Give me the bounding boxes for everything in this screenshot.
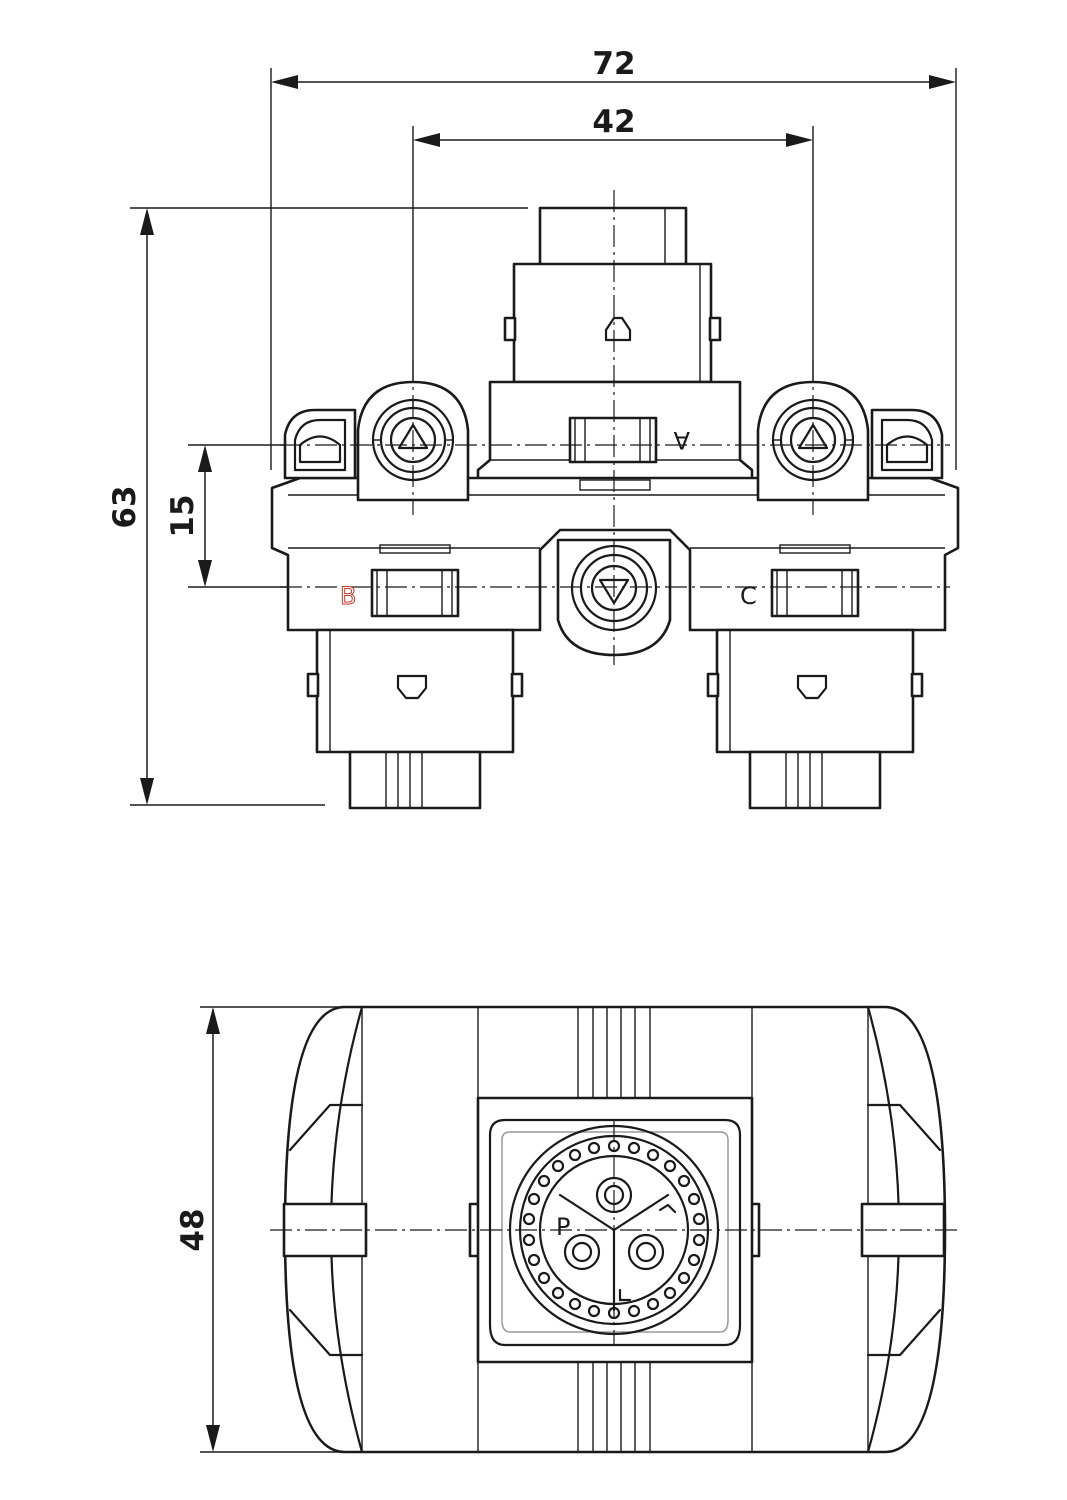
dimension-63-label: 63 <box>107 485 143 528</box>
bottom-view: P <box>200 1005 960 1454</box>
dimension-72: 72 <box>271 46 956 89</box>
dimension-72-label: 72 <box>592 46 635 82</box>
dimension-42: 42 <box>413 104 813 147</box>
port-label-p: P <box>556 1213 570 1241</box>
port-label-c: C <box>740 582 757 610</box>
dimension-15-label: 15 <box>165 494 201 537</box>
dimension-48: 48 <box>175 1007 220 1452</box>
dimension-63: 63 <box>107 208 154 805</box>
pin-ring <box>522 1139 706 1320</box>
dimension-42-label: 42 <box>592 104 635 140</box>
dimension-48-label: 48 <box>175 1208 211 1251</box>
front-view: A B C <box>130 68 960 810</box>
port-label-b: B <box>340 582 356 610</box>
dimension-15: 15 <box>165 445 212 587</box>
port-label-a: A <box>673 426 690 454</box>
